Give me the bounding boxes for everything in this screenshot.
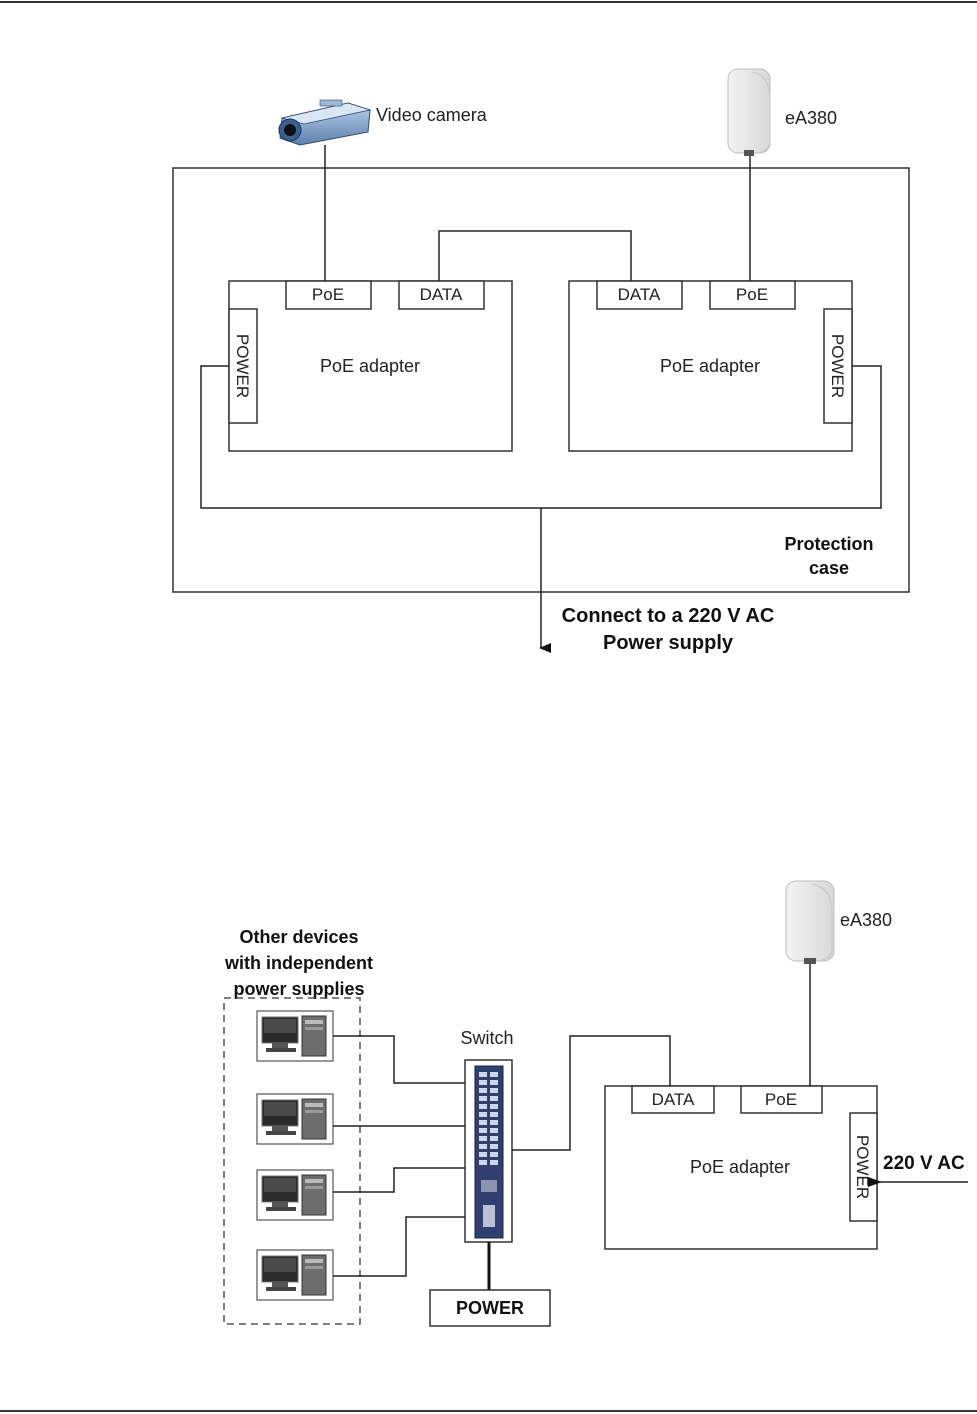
bottom-poe-port-label: PoE [765, 1090, 797, 1109]
computer-icon [257, 1170, 333, 1220]
pc4-cable [333, 1217, 465, 1276]
supply-label-line2: Power supply [603, 632, 734, 654]
left-power-port-label: POWER [233, 334, 252, 398]
bottom-diagram: Other devices with independent power sup… [224, 881, 968, 1326]
switch-icon [465, 1060, 512, 1242]
right-adapter-title: PoE adapter [660, 356, 760, 376]
pc1-cable [333, 1036, 465, 1083]
computer-icon [257, 1250, 333, 1300]
bottom-data-port-label: DATA [652, 1090, 695, 1109]
computer-icon [257, 1094, 333, 1144]
top-diagram: Video camera eA380 PoE DATA POWER PoE ad… [173, 69, 909, 654]
devices-label-line3: power supplies [233, 979, 364, 999]
ac-label: 220 V AC [883, 1153, 965, 1174]
right-poe-port-label: PoE [736, 285, 768, 304]
right-power-port-label: POWER [828, 334, 847, 398]
access-point-icon [728, 69, 770, 156]
case-label-line1: Protection [784, 534, 873, 554]
bottom-power-port-label: POWER [853, 1135, 872, 1199]
left-poe-port-label: PoE [312, 285, 344, 304]
pc3-cable [333, 1168, 465, 1192]
case-label-line2: case [809, 558, 849, 578]
left-poe-adapter: PoE DATA POWER PoE adapter [229, 281, 512, 451]
bottom-adapter-title: PoE adapter [690, 1157, 790, 1177]
computer-icon [257, 1011, 333, 1061]
switch-label: Switch [460, 1028, 513, 1048]
access-point-label-bottom: eA380 [840, 910, 892, 930]
left-adapter-title: PoE adapter [320, 356, 420, 376]
devices-label-line1: Other devices [239, 927, 358, 947]
right-poe-adapter: DATA PoE POWER PoE adapter [569, 281, 852, 451]
left-data-port-label: DATA [420, 285, 463, 304]
right-data-port-label: DATA [618, 285, 661, 304]
video-camera-label: Video camera [376, 105, 488, 125]
access-point-label: eA380 [785, 108, 837, 128]
power-box-label: POWER [456, 1298, 524, 1318]
video-camera-icon [279, 100, 370, 145]
supply-label-line1: Connect to a 220 V AC [562, 605, 775, 627]
access-point-icon-bottom [786, 881, 834, 964]
devices-label-line2: with independent [224, 953, 373, 973]
bottom-poe-adapter: DATA PoE POWER PoE adapter [605, 1086, 877, 1249]
